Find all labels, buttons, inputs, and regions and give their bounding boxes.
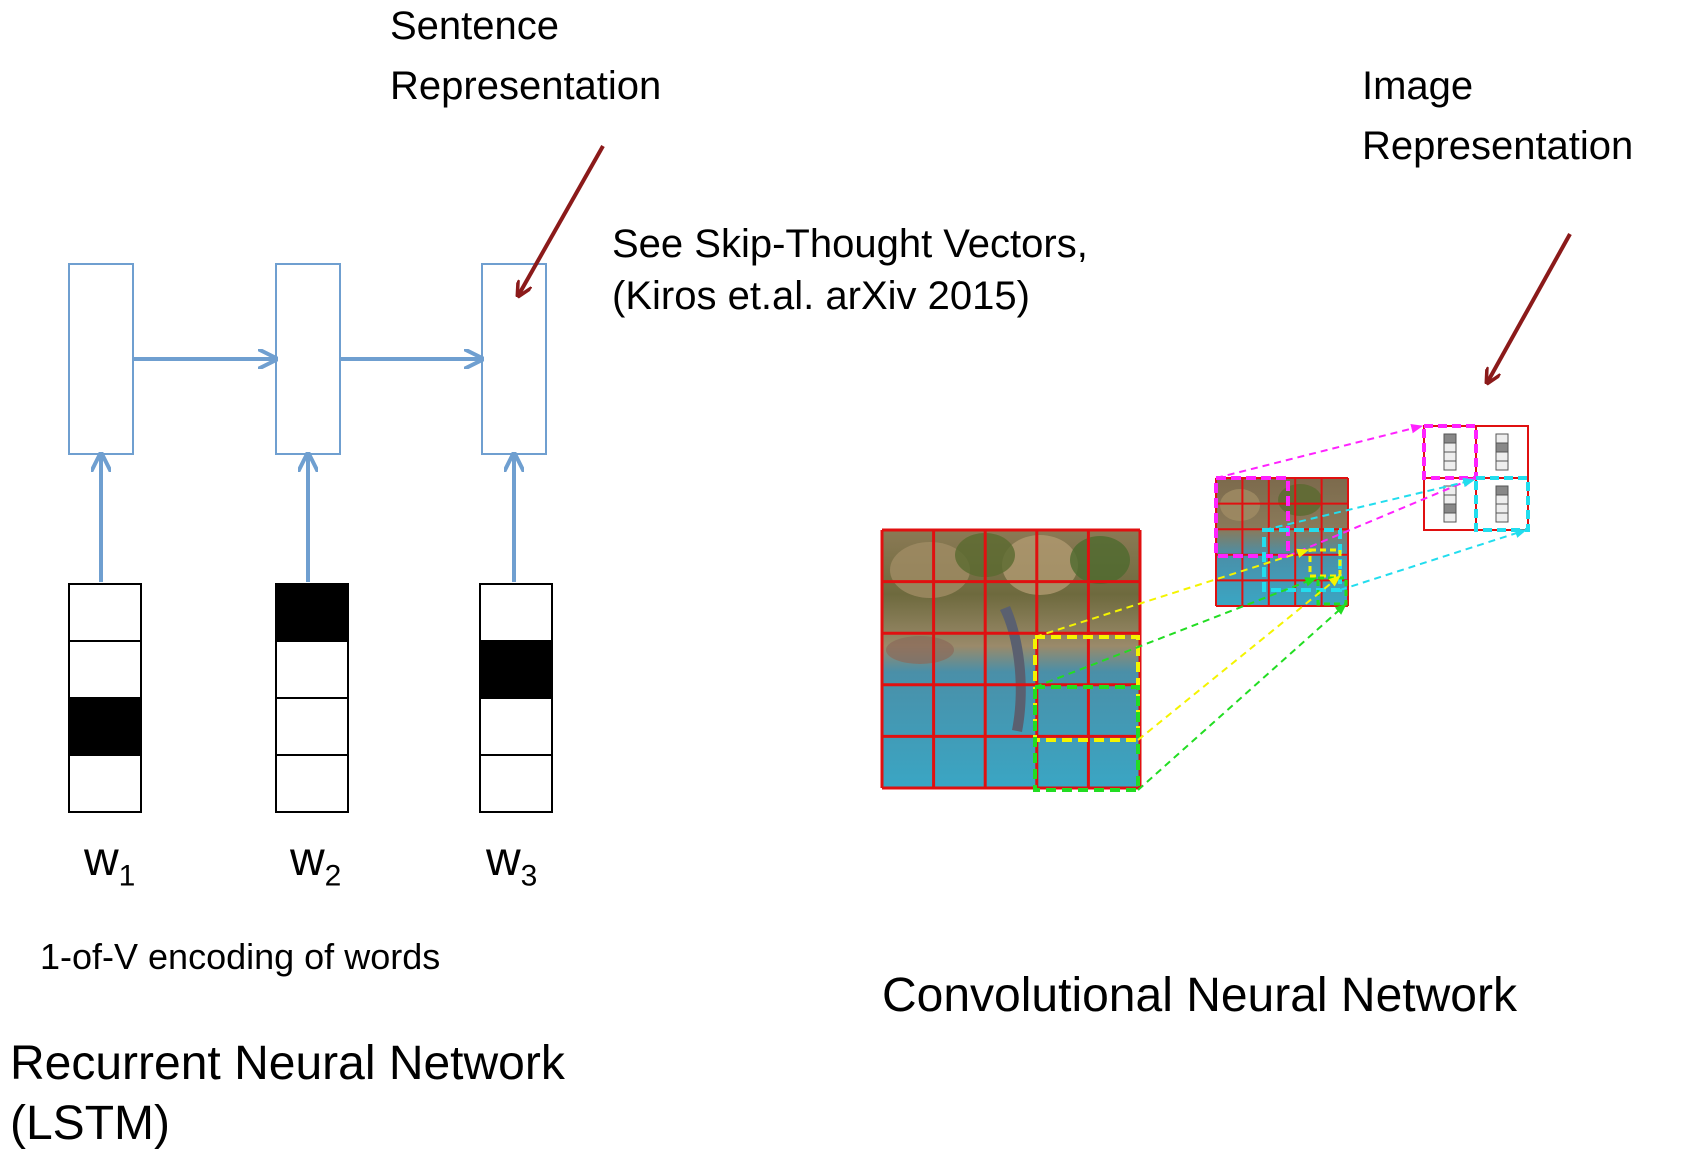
one-hot-cell <box>68 640 142 699</box>
image-rep-arrow <box>1487 233 1572 383</box>
word-label-2: w2 <box>290 833 342 893</box>
output-cell-magenta <box>1422 424 1478 480</box>
unit-yellow <box>1308 548 1342 578</box>
feature-vector-cell <box>1495 512 1509 523</box>
rock-shape <box>1220 489 1260 521</box>
feature-vector-cell <box>1443 460 1457 471</box>
conn-magenta-bottom <box>1287 477 1476 557</box>
cnn-feature-map-2 <box>1422 424 1530 532</box>
one-hot-cell <box>68 754 142 813</box>
image-rep-line1: Image <box>1362 64 1474 108</box>
feature-vector-cell <box>1495 451 1509 462</box>
rnn-title-line2: (LSTM) <box>10 1097 170 1150</box>
conn-yellow-bottom <box>1137 575 1341 741</box>
one-hot-cell <box>479 754 553 813</box>
feature-vector-cell <box>1443 503 1457 514</box>
one-hot-cell <box>479 583 553 642</box>
rock-shape <box>886 636 954 664</box>
hidden-state-2 <box>275 263 341 455</box>
one-hot-cell <box>68 583 142 642</box>
cnn-title: Convolutional Neural Network <box>882 969 1517 1022</box>
input-grid <box>880 528 1142 790</box>
foliage-shape <box>1278 484 1322 516</box>
image-rep-line2: Representation <box>1362 124 1634 168</box>
sentence-rep-line1: Sentence <box>390 4 560 48</box>
feature-vector-cell <box>1443 442 1457 453</box>
feature-vector-cell <box>1495 433 1509 444</box>
hidden-state-1 <box>68 263 134 455</box>
one-hot-cell <box>275 640 349 699</box>
feature-vector-cell <box>1495 485 1509 496</box>
rnn-hidden-states <box>68 263 547 455</box>
citation-line1: See Skip-Thought Vectors, <box>612 222 1088 266</box>
conn-green-top <box>1034 577 1318 688</box>
conn-green-bottom <box>1137 603 1347 791</box>
sentence-rep-arrow <box>518 145 605 296</box>
dolphin-shape <box>1000 606 1026 732</box>
cnn-input-image <box>880 528 1142 792</box>
feature-vector-cell <box>1443 433 1457 444</box>
skip-thought-citation: See Skip-Thought Vectors, (Kiros et.al. … <box>612 218 1088 322</box>
rock-shape <box>1002 535 1078 595</box>
feature-vector-cell <box>1443 494 1457 505</box>
feature-vector-cell <box>1495 460 1509 471</box>
conn-cyan-bottom <box>1339 528 1528 591</box>
citation-line2: (Kiros et.al. arXiv 2015) <box>612 274 1030 318</box>
feature-vectors <box>1443 433 1509 523</box>
cnn-feature-map-1 <box>1214 476 1349 607</box>
image-representation-label: Image Representation <box>1362 56 1633 176</box>
sentence-representation-label: Sentence Representation <box>390 0 661 116</box>
one-hot-cell <box>275 697 349 756</box>
one-hot-cell <box>479 640 553 699</box>
hidden-state-3 <box>481 263 547 455</box>
one-hot-vectors <box>68 583 553 813</box>
rnn-recurrent-arrows <box>101 359 514 582</box>
one-hot-cell <box>275 583 349 642</box>
rnn-title: Recurrent Neural Network (LSTM) <box>10 1034 565 1154</box>
foliage-shape <box>1070 536 1130 584</box>
feature-vector-cell <box>1443 512 1457 523</box>
word-label-1: w1 <box>84 833 136 893</box>
conn-magenta-top <box>1215 423 1424 479</box>
one-hot-cell <box>68 697 142 756</box>
output-cell-cyan <box>1474 476 1530 532</box>
pool-window-magenta <box>1214 476 1290 558</box>
word-label-3: w3 <box>486 833 538 893</box>
rnn-title-line1: Recurrent Neural Network <box>10 1037 565 1090</box>
one-hot-cell <box>275 754 349 813</box>
sentence-rep-line2: Representation <box>390 64 662 108</box>
encoding-caption: 1-of-V encoding of words <box>40 936 441 977</box>
feature-vector-cell <box>1495 503 1509 514</box>
feature-vector-cell <box>1495 494 1509 505</box>
receptive-field-green <box>1033 685 1140 792</box>
one-hot-cell <box>479 697 553 756</box>
rock-shape <box>890 542 970 598</box>
feature-vector-cell <box>1495 442 1509 453</box>
feature-vector-cell <box>1443 451 1457 462</box>
cnn-connections <box>1034 423 1528 791</box>
